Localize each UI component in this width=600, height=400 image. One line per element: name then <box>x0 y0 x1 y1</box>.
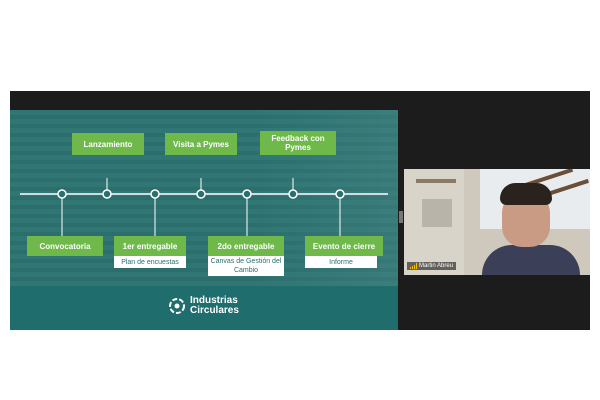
participant-video[interactable]: Martin Abreu <box>404 169 590 275</box>
timeline-node <box>150 189 160 199</box>
video-shelf <box>416 179 456 183</box>
sublabel-informe: Informe <box>305 256 377 268</box>
industrias-circulares-logo-icon <box>169 298 185 314</box>
signal-strength-icon <box>410 263 417 269</box>
timeline-node <box>288 189 298 199</box>
panel-divider-handle[interactable] <box>399 211 403 223</box>
timeline-node <box>196 189 206 199</box>
timeline <box>20 178 388 238</box>
timeline-node <box>242 189 252 199</box>
label-lanzamiento: Lanzamiento <box>72 133 144 155</box>
logo-line-2: Circulares <box>190 305 239 316</box>
participant-body <box>482 245 580 275</box>
meeting-window: Lanzamiento Visita a Pymes Feedback con … <box>10 91 590 330</box>
sublabel-plan-encuestas: Plan de encuestas <box>114 256 186 268</box>
participant-name-tag: Martin Abreu <box>407 262 457 270</box>
participant-name: Martin Abreu <box>419 263 454 269</box>
sublabel-canvas: Canvas de Gestión del Cambio <box>208 256 284 276</box>
industrias-circulares-logo: Industrias Circulares <box>168 296 239 316</box>
logo-line-1: Industrias <box>190 295 238 306</box>
slide-footer <box>10 286 398 330</box>
video-cabinet <box>422 199 452 227</box>
timeline-node <box>102 189 112 199</box>
label-visita-pymes: Visita a Pymes <box>165 133 237 155</box>
label-2do-entregable: 2do entregable <box>208 236 284 256</box>
label-1er-entregable: 1er entregable <box>114 236 186 256</box>
timeline-node <box>335 189 345 199</box>
label-feedback-pymes: Feedback con Pymes <box>260 131 336 155</box>
shared-slide: Lanzamiento Visita a Pymes Feedback con … <box>10 110 398 330</box>
timeline-node <box>57 189 67 199</box>
logo-text-block: Industrias Circulares <box>190 296 239 316</box>
participant-hair <box>500 183 552 205</box>
label-convocatoria: Convocatoria <box>27 236 103 256</box>
label-evento-cierre: Evento de cierre <box>305 236 383 256</box>
